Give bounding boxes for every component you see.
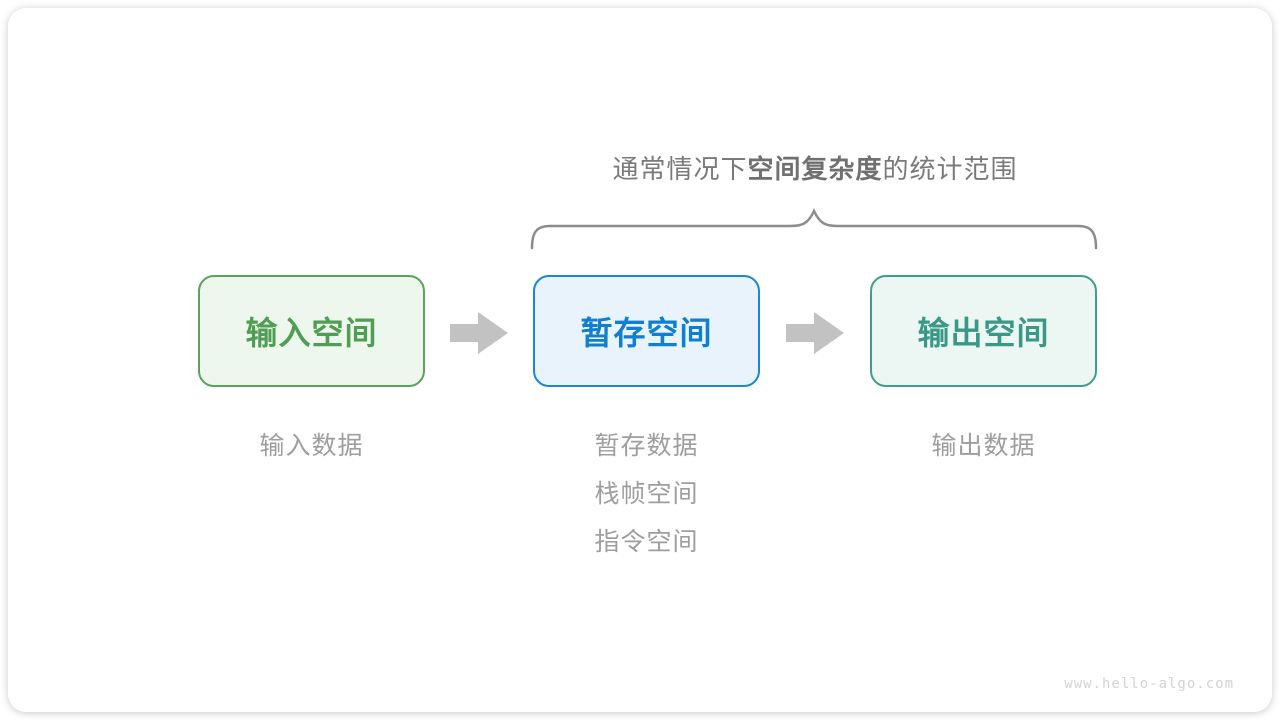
temp-space-label: 暂存空间 [580, 315, 713, 351]
output-space-label: 输出空间 [917, 315, 1050, 351]
arrow-shape [450, 312, 508, 354]
diagram-title: 通常情况下空间复杂度的统计范围 [508, 152, 1122, 186]
temp-note-item: 暂存数据 [594, 432, 699, 460]
temp-note-item: 栈帧空间 [594, 480, 699, 508]
arrow-shape [786, 312, 844, 354]
output-space-box: 输出空间 [870, 275, 1097, 387]
arrow-right-icon [450, 312, 508, 354]
title-bold-term: 空间复杂度 [747, 154, 883, 184]
scope-brace [530, 208, 1098, 250]
temp-notes-list: 暂存数据 栈帧空间 指令空间 [533, 431, 760, 557]
arrow-right-icon [786, 312, 844, 354]
input-space-label: 输入空间 [245, 315, 378, 351]
input-data-note: 输入数据 [259, 432, 364, 460]
title-prefix: 通常情况下 [612, 154, 748, 184]
brace-path [530, 208, 1098, 250]
input-space-box: 输入空间 [198, 275, 425, 387]
watermark: www.hello-algo.com [1064, 676, 1234, 692]
temp-note-item: 指令空间 [594, 528, 699, 556]
temp-space-box: 暂存空间 [533, 275, 760, 387]
diagram-card: 通常情况下空间复杂度的统计范围 输入空间 暂存空间 输出空间 输入数据 暂存数据… [8, 8, 1272, 712]
output-data-note: 输出数据 [931, 432, 1036, 460]
title-suffix: 的统计范围 [882, 154, 1018, 184]
